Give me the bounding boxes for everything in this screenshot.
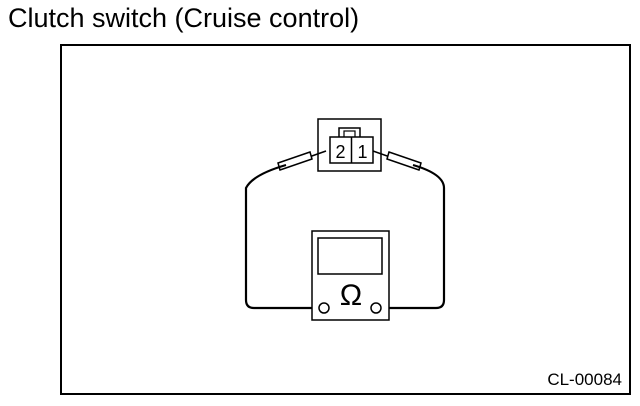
figure-code: CL-00084: [547, 370, 622, 389]
terminal-2-label: 2: [335, 142, 345, 162]
page-title: Clutch switch (Cruise control): [8, 3, 360, 33]
meter-display: [317, 237, 383, 275]
terminal-1-label: 1: [357, 142, 367, 162]
clutch-switch-connector: 2 1: [317, 118, 382, 172]
diagram-frame: [60, 44, 631, 395]
meter-terminal-left: [318, 302, 330, 314]
ohm-symbol: Ω: [340, 279, 362, 312]
ohmmeter: Ω: [311, 230, 390, 321]
left-test-lead: [244, 150, 327, 310]
meter-terminal-right: [370, 302, 382, 314]
right-test-lead: [372, 150, 446, 310]
